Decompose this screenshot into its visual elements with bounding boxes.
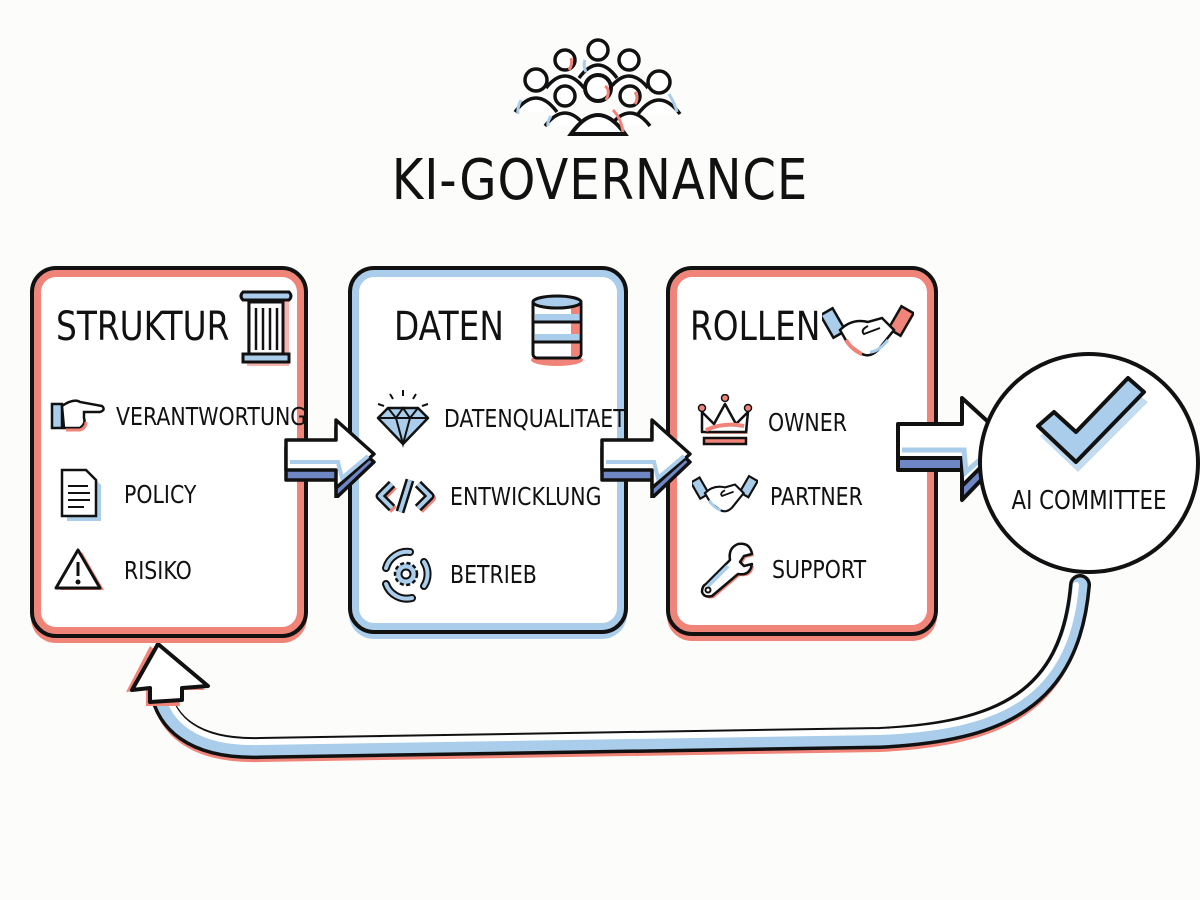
- item-label: POLICY: [124, 479, 197, 509]
- document-icon: [60, 468, 101, 521]
- flow-arrow-1: [284, 418, 376, 498]
- item-label: SUPPORT: [772, 554, 867, 584]
- code-icon: [375, 478, 436, 514]
- list-item: VERANTWORTUNG: [50, 394, 348, 438]
- item-label: VERANTWORTUNG: [116, 401, 307, 431]
- page-title: KI-GOVERNANCE: [391, 148, 809, 213]
- card-title: STRUKTUR: [56, 304, 230, 350]
- column-icon: [239, 290, 293, 366]
- card-rollen: ROLLEN OWNER PARTNER: [666, 266, 938, 636]
- card-title: ROLLEN: [690, 304, 821, 350]
- list-item: OWNER: [696, 394, 864, 450]
- card-title: DATEN: [394, 304, 504, 350]
- gear-cycle-icon: [382, 547, 432, 603]
- item-label: OWNER: [768, 407, 847, 437]
- item-label: BETRIEB: [450, 559, 537, 589]
- ai-committee-node: AI COMMITTEE: [978, 352, 1200, 574]
- warning-icon: [54, 548, 104, 590]
- list-item: ENTWICKLUNG: [374, 476, 635, 516]
- list-item: DATENQUALITAET: [372, 388, 666, 448]
- handshake-icon: [822, 304, 914, 357]
- item-label: ENTWICKLUNG: [450, 481, 602, 511]
- item-label: RISIKO: [124, 555, 192, 585]
- list-item: SUPPORT: [698, 538, 887, 600]
- card-daten: DATEN DATENQUALITAET: [348, 266, 628, 634]
- diamond-icon: [376, 390, 430, 448]
- list-item: RISIKO: [54, 546, 207, 594]
- wrench-icon: [700, 542, 754, 599]
- committee-label: AI COMMITTEE: [1011, 486, 1167, 516]
- card-struktur: STRUKTUR VERANTWORTUNG POLICY RISIKO: [30, 266, 308, 638]
- item-label: PARTNER: [770, 481, 863, 511]
- flow-arrow-2: [600, 418, 692, 498]
- checkmark-icon: [1036, 376, 1148, 472]
- list-item: BETRIEB: [374, 542, 556, 606]
- database-icon: [531, 294, 583, 366]
- item-label: DATENQUALITAET: [444, 403, 626, 433]
- people-group-icon: [513, 38, 682, 136]
- list-item: POLICY: [58, 466, 212, 522]
- list-item: PARTNER: [692, 474, 883, 518]
- crown-icon: [697, 394, 753, 446]
- pointing-hand-icon: [50, 399, 105, 432]
- handshake-icon: [692, 474, 758, 513]
